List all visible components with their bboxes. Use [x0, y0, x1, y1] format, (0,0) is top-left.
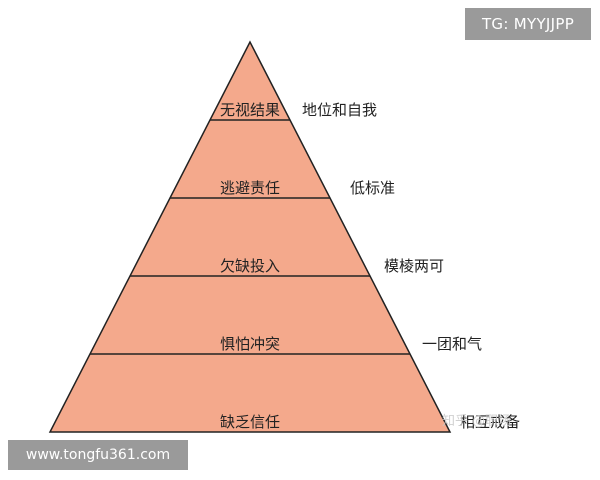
side-label-invulnerability: 相互戒备: [460, 413, 520, 431]
tier-label-accountability: 逃避责任: [220, 179, 280, 197]
tier-label-commitment: 欠缺投入: [220, 257, 280, 275]
side-label-ambiguity: 模棱两可: [384, 257, 444, 275]
tg-watermark: TG: MYYJJPP: [465, 8, 591, 40]
side-label-low-standards: 低标准: [350, 179, 395, 197]
zhihu-watermark: 知乎 @职场: [442, 414, 512, 429]
side-label-artificial-harmony: 一团和气: [422, 335, 482, 353]
tier-label-conflict: 惧怕冲突: [220, 335, 280, 353]
pyramid-triangle: [48, 40, 452, 433]
site-watermark: www.tongfu361.com: [8, 440, 188, 470]
tier-label-trust: 缺乏信任: [220, 413, 280, 431]
tier-label-results: 无视结果: [220, 101, 280, 119]
side-label-status-ego: 地位和自我: [302, 101, 377, 119]
